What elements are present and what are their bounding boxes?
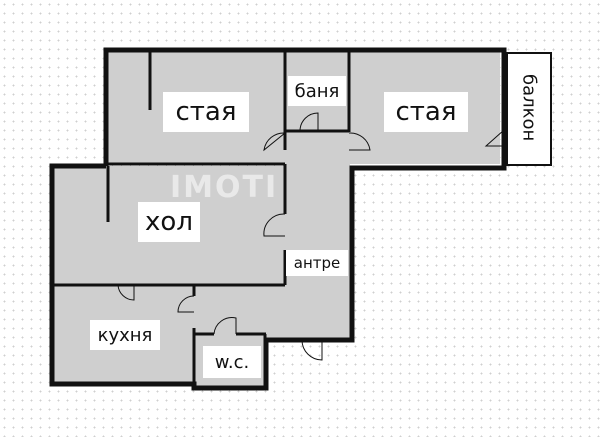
door-balcony: [484, 129, 505, 147]
door-bath: [299, 112, 319, 132]
door-wc: [213, 317, 237, 335]
entrance-label: антре: [286, 250, 348, 276]
watermark: IMOTI: [170, 170, 279, 205]
door-room2: [348, 132, 371, 151]
balcony-label: балкон: [515, 64, 543, 152]
door-hallway-kitchen: [177, 295, 195, 313]
hall-label: хол: [138, 202, 200, 242]
door-kitchen: [117, 284, 135, 301]
door-hall: [263, 213, 286, 237]
door-swings: [117, 112, 505, 361]
room2-label: стая: [384, 92, 468, 132]
outer-wall-north: [103, 47, 507, 343]
bathroom-label: баня: [288, 76, 346, 106]
kitchen-label: кухня: [90, 320, 160, 350]
room1-label: стая: [163, 92, 249, 132]
door-entrance: [301, 339, 323, 361]
wc-label: w.c.: [203, 346, 261, 378]
door-room1: [263, 132, 286, 152]
hallway-floor: [194, 284, 350, 340]
interior-walls: [52, 52, 351, 388]
